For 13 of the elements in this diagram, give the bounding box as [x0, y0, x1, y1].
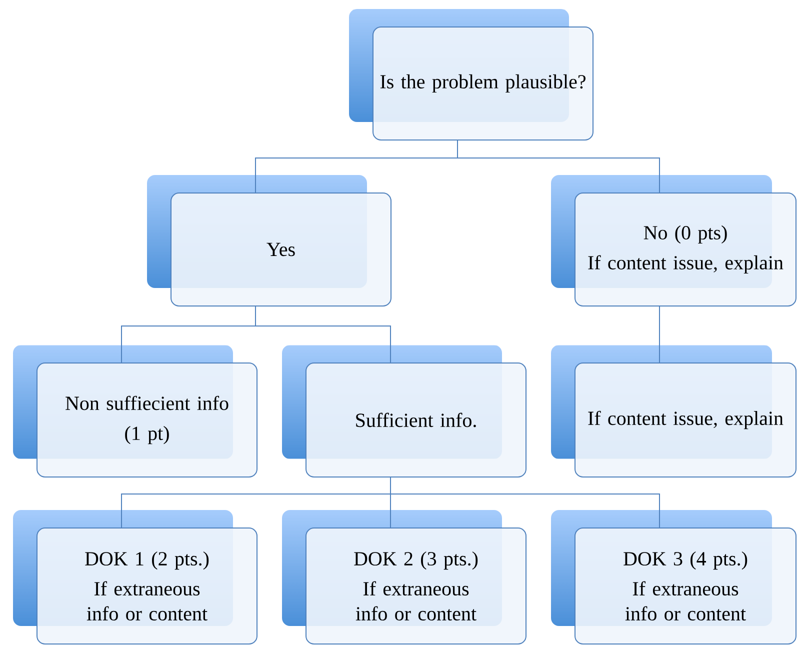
- process-box: Sufficient info.: [306, 362, 526, 478]
- process-box: No (0 pts) If content issue, explain: [574, 192, 796, 306]
- process-box: Yes: [170, 192, 392, 306]
- connector-line: [457, 140, 660, 193]
- process-box: DOK 2 (3 pts.) If extraneous info or content: [306, 528, 526, 644]
- process-box: DOK 3 (4 pts.) If extraneous info or content: [574, 528, 796, 644]
- connector-line: [255, 306, 391, 363]
- connector-line: [390, 477, 660, 528]
- connector-line: [659, 306, 660, 363]
- process-box: Is the problem plausible?: [372, 26, 594, 140]
- process-box: DOK 1 (2 pts.) If extraneous info or content: [36, 528, 258, 644]
- process-box: Non suffiecient info (1 pt): [36, 362, 258, 478]
- process-box: If content issue, explain: [574, 362, 796, 478]
